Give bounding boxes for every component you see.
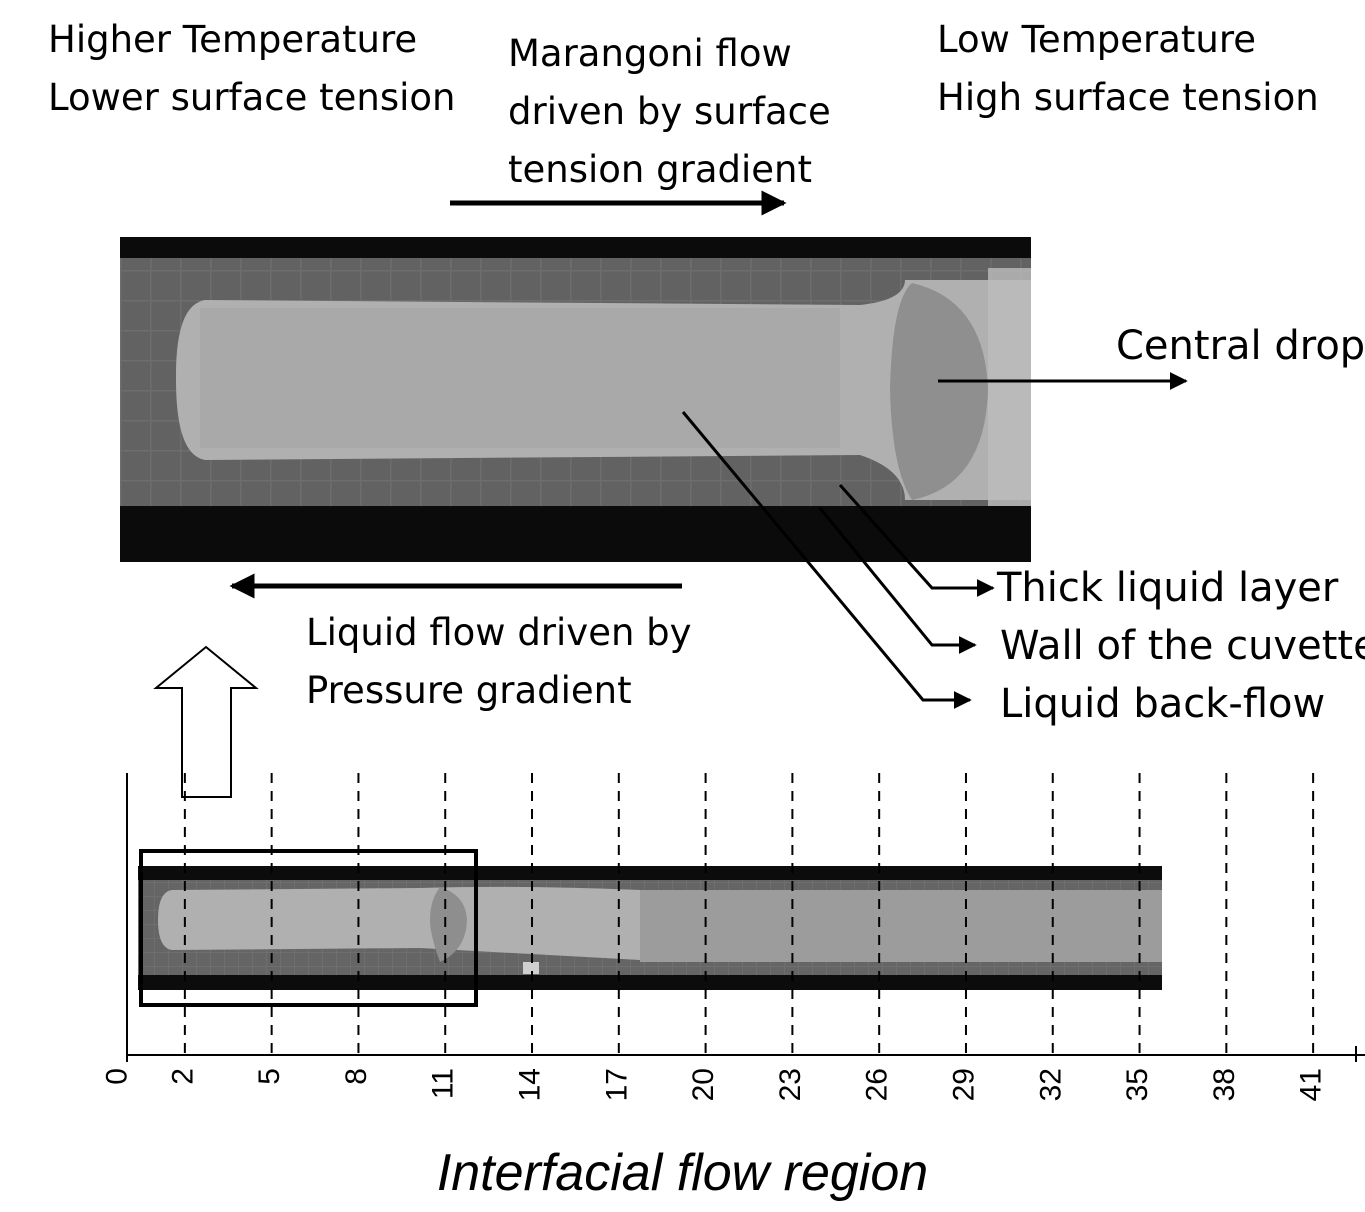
back-flow-leader: [681, 411, 972, 709]
axis-tick-labels: 0 2 5 8 11 14 17 20 23 26 29 32 35 38 41: [101, 1068, 1328, 1101]
tick-label-0: 0: [101, 1068, 134, 1085]
cold-side-line-2: High surface tension: [937, 76, 1319, 119]
marangoni-line-2: driven by surface: [508, 90, 831, 133]
tick-label-17: 17: [600, 1068, 633, 1101]
tick-label-35: 35: [1121, 1068, 1154, 1101]
tick-label-11: 11: [427, 1068, 460, 1099]
full-cuvette-photo: [138, 866, 1162, 990]
marangoni-line-1: Marangoni flow: [508, 32, 792, 75]
zoom-selection-box: [139, 849, 478, 1007]
tick-label-32: 32: [1034, 1068, 1067, 1101]
hot-side-line-1: Higher Temperature: [48, 18, 418, 61]
tick-label-5: 5: [253, 1068, 286, 1085]
tick-label-14: 14: [514, 1068, 547, 1101]
hot-side-label: Higher Temperature Lower surface tension: [48, 11, 455, 127]
marangoni-line-3: tension gradient: [508, 148, 812, 191]
pressure-flow-label: Liquid flow driven by Pressure gradient: [306, 604, 692, 720]
pressure-flow-line-2: Pressure gradient: [306, 669, 632, 712]
tick-label-41: 41: [1295, 1068, 1328, 1101]
tick-label-8: 8: [340, 1068, 373, 1085]
central-drop-label: Central drop: [1116, 323, 1365, 369]
tick-label-38: 38: [1208, 1068, 1241, 1101]
axis-gridlines: [183, 773, 1315, 1055]
caption: Interfacial flow region: [436, 1144, 929, 1202]
cold-side-line-1: Low Temperature: [937, 18, 1256, 61]
axis-frame: [126, 773, 1365, 1062]
tick-label-2: 2: [166, 1068, 199, 1085]
tick-label-23: 23: [774, 1068, 807, 1101]
wall-label: Wall of the cuvette: [1000, 623, 1365, 669]
marangoni-label: Marangoni flow driven by surface tension…: [508, 25, 831, 199]
zoomed-cuvette-photo: [120, 237, 1031, 562]
hot-side-line-2: Lower surface tension: [48, 76, 456, 119]
pressure-flow-line-1: Liquid flow driven by: [306, 611, 692, 654]
back-flow-label: Liquid back-flow: [1000, 681, 1326, 727]
tick-label-20: 20: [687, 1068, 720, 1101]
tick-label-26: 26: [861, 1068, 894, 1101]
tick-label-29: 29: [947, 1068, 980, 1101]
wall-leader: [818, 507, 977, 654]
thick-layer-leader: [838, 484, 995, 597]
thick-layer-label: Thick liquid layer: [997, 565, 1339, 611]
cold-side-label: Low Temperature High surface tension: [937, 11, 1319, 127]
zoom-up-arrow: [153, 645, 259, 798]
